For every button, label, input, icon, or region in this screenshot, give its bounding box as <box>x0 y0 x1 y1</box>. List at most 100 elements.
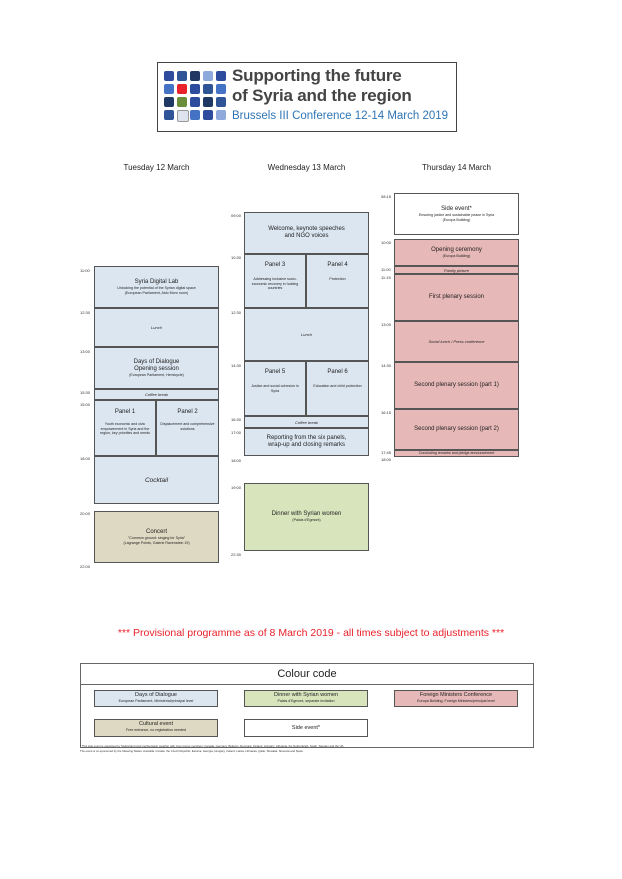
block-subtitle: Education and child protection <box>313 384 362 388</box>
welcome-keynote-block: Welcome, keynote speeches and NGO voices <box>244 212 369 254</box>
block-subtitle: Youth economic and civic empowerment in … <box>100 422 150 436</box>
legend-foreign-ministers-conference: Foreign Ministers Conference Europa Buil… <box>394 690 518 707</box>
logo-square <box>216 71 226 81</box>
block-title: Panel 3 <box>264 262 286 268</box>
time-label: 18:00 <box>231 458 242 463</box>
tuesday-lunch-block: Lunch <box>94 308 219 347</box>
time-label: 11:00 <box>80 268 90 273</box>
time-label: 12:30 <box>80 310 91 315</box>
block-title: wrap-up and closing remarks <box>267 442 346 448</box>
block-title: Concluding remarks and pledge announceme… <box>418 451 495 456</box>
panel-6-block: Panel 6 Education and child protection <box>306 361 369 416</box>
block-title: Panel 4 <box>327 262 348 268</box>
block-title: Panel 6 <box>327 369 348 375</box>
block-title: Panel 2 <box>177 409 198 415</box>
block-title: Reporting from the six panels, <box>266 435 347 441</box>
block-title: Social lunch / Press conference <box>428 339 485 344</box>
conference-subtitle: Brussels III Conference 12-14 March 2019 <box>232 110 449 122</box>
legend-dinner-syrian-women: Dinner with Syrian women Palais d'Egmont… <box>244 690 368 707</box>
block-location: (European Parliament, Hemicycle) <box>129 372 184 377</box>
block-title: Side event* <box>441 205 472 212</box>
legend-item-subtitle: Palais d'Egmont, separate invitation <box>277 699 335 703</box>
legend-item-title: Foreign Ministers Conference <box>419 692 493 698</box>
block-title: Second plenary session (part 1) <box>414 382 499 388</box>
logo-grid <box>162 69 228 127</box>
block-title: Panel 1 <box>114 409 136 415</box>
side-event-block: Side event* Ensuring justice and sustain… <box>394 193 519 235</box>
block-title: Panel 5 <box>264 369 286 375</box>
concluding-remarks-block: Concluding remarks and pledge announceme… <box>394 450 519 457</box>
social-lunch-block: Social lunch / Press conference <box>394 321 519 362</box>
legend-item-subtitle: Free entrance, no registration needed <box>125 728 187 732</box>
block-title: Syria Digital Lab <box>134 278 179 285</box>
block-title: Coffee break <box>295 419 318 425</box>
block-title: and NGO voices <box>284 233 329 239</box>
block-title: Days of Dialogue <box>133 358 180 365</box>
time-label: 15:00 <box>80 402 91 407</box>
logo-square <box>177 97 187 107</box>
logo-square <box>190 110 200 120</box>
panel-4-block: Panel 4 Protection <box>306 254 369 308</box>
panel-3-block: Panel 3 Addressing inclusive socio-econo… <box>244 254 306 308</box>
legend-item-title: Side event* <box>291 725 321 731</box>
block-title: Cocktail <box>144 476 169 484</box>
conference-logo-box <box>157 62 457 132</box>
block-title: Coffee break <box>145 392 168 397</box>
first-plenary-block: First plenary session <box>394 274 519 321</box>
time-label: 14:30 <box>381 363 392 368</box>
title-line-2: of Syria and the region <box>232 86 412 105</box>
logo-square <box>190 97 200 107</box>
time-label: 08:15 <box>381 194 392 199</box>
second-plenary-part-2-block: Second plenary session (part 2) <box>394 409 519 450</box>
logo-square <box>190 84 200 94</box>
block-subtitle: Justice and social cohesion in Syria <box>251 384 299 393</box>
second-plenary-part-1-block: Second plenary session (part 1) <box>394 362 519 409</box>
reporting-wrap-up-block: Reporting from the six panels, wrap-up a… <box>244 428 369 456</box>
legend-title: Colour code <box>80 663 534 685</box>
legend-item-title: Days of Dialogue <box>135 692 177 698</box>
footnote-line-1: * This side event is organised by Switze… <box>80 744 345 748</box>
dinner-syrian-women-block: Dinner with Syrian women (Palais d'Egmon… <box>244 483 369 551</box>
time-label: 22:00 <box>80 564 91 569</box>
block-title: Second plenary session (part 2) <box>414 426 499 432</box>
time-label: 17:00 <box>231 430 242 435</box>
block-subtitle: Protection <box>329 277 346 281</box>
block-location: (Europa Building) <box>442 253 471 258</box>
logo-square <box>164 71 174 81</box>
block-title: Dinner with Syrian women <box>271 511 342 518</box>
legend-item-subtitle: Europa Building, Foreign Ministers/princ… <box>417 699 495 703</box>
time-label: 17:45 <box>381 450 392 455</box>
time-label: 15:30 <box>80 390 91 395</box>
title-line-1: Supporting the future <box>232 66 402 85</box>
tuesday-coffee-break-block: Coffee break <box>94 389 219 400</box>
block-subtitle: Displacement and comprehensive solutions <box>160 422 215 431</box>
legend-cultural-event: Cultural event Free entrance, no registr… <box>94 719 218 737</box>
logo-square <box>203 84 213 94</box>
provisional-programme-note: *** Provisional programme as of 8 March … <box>117 627 505 639</box>
logo-square <box>164 97 174 107</box>
cocktail-block: Cocktail <box>94 456 219 504</box>
block-title: Lunch <box>151 325 162 330</box>
logo-square <box>164 84 174 94</box>
day-header-wednesday: Wednesday 13 March <box>267 163 346 172</box>
block-location: (European Parliament, Aldo Moro room) <box>124 290 189 295</box>
time-label: 13:00 <box>381 322 392 327</box>
time-label: 19:00 <box>231 485 242 490</box>
time-label: 09:00 <box>231 213 242 218</box>
panel-1-block: Panel 1 Youth economic and civic empower… <box>94 400 156 456</box>
logo-square <box>177 84 187 94</box>
time-label: 18:00 <box>80 456 91 461</box>
logo-square <box>177 71 187 81</box>
logo-square <box>177 110 189 122</box>
logo-square <box>216 84 226 94</box>
time-label: 13:00 <box>80 349 91 354</box>
logo-square <box>203 110 213 120</box>
day-header-thursday: Thursday 14 March <box>422 163 491 172</box>
time-label: 20:00 <box>80 511 91 516</box>
wednesday-coffee-break-block: Coffee break <box>244 416 369 428</box>
footnote-line-2: The event is co-sponsored by the followi… <box>80 749 304 753</box>
family-picture-block: Family picture <box>394 266 519 274</box>
legend-item-title: Cultural event <box>139 721 173 727</box>
legend-item-title: Dinner with Syrian women <box>274 692 338 698</box>
day-header-tuesday: Tuesday 12 March <box>123 163 190 172</box>
